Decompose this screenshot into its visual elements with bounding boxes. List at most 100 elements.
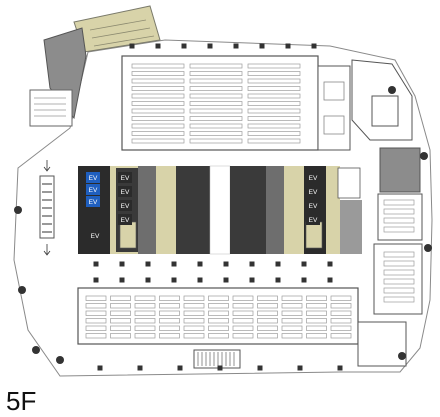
- escalator-icon: [42, 183, 52, 233]
- seat-row: [131, 78, 185, 84]
- seat-row: [247, 116, 301, 121]
- seat-row: [189, 78, 243, 84]
- seat-row: [85, 325, 107, 331]
- left-stair-room: [29, 89, 73, 127]
- column-icon: [424, 244, 432, 252]
- seat-row: [208, 318, 229, 324]
- elevator-label: EV: [121, 217, 130, 224]
- seat-row: [257, 325, 278, 331]
- seat-row: [306, 325, 327, 331]
- elevator-label: EV: [91, 233, 100, 240]
- seat-row: [110, 333, 131, 339]
- seat-row: [183, 303, 205, 309]
- seat-row: [383, 226, 415, 233]
- seat-row: [330, 318, 352, 324]
- elevator-label: EV: [121, 203, 130, 210]
- seat-row: [189, 71, 243, 76]
- seat-row: [247, 86, 301, 91]
- seat-row: [189, 138, 243, 144]
- elevator-label: EV: [89, 199, 98, 206]
- seat-row: [247, 71, 301, 76]
- elevator-icon: [86, 196, 100, 207]
- elevator-label: EV: [89, 175, 98, 182]
- core-mid-grey: [138, 166, 156, 254]
- column-icon: [223, 277, 229, 283]
- column-icon: [249, 261, 255, 267]
- elevator-icon: [306, 214, 320, 225]
- seat-row: [131, 108, 185, 114]
- seat-row: [306, 333, 327, 339]
- seat-row: [131, 138, 185, 144]
- column-icon: [301, 277, 307, 283]
- seat-row: [189, 86, 243, 91]
- seat-row: [131, 71, 185, 76]
- column-icon: [259, 43, 265, 49]
- elevator-icon: [118, 214, 132, 225]
- core-beige-strip: [156, 166, 176, 254]
- upper-right-room: [317, 65, 351, 151]
- seat-row: [189, 123, 243, 129]
- seat-row: [330, 310, 352, 316]
- seat-row: [183, 325, 205, 331]
- elevator-label: EV: [89, 187, 98, 194]
- seat-row: [134, 310, 156, 316]
- column-icon: [181, 43, 187, 49]
- column-icon: [388, 86, 396, 94]
- seat-row: [281, 318, 303, 324]
- seat-row: [159, 318, 180, 324]
- seat-row: [232, 325, 254, 331]
- seat-row: [306, 310, 327, 316]
- seat-row: [383, 278, 415, 285]
- column-icon: [297, 365, 303, 371]
- column-icon: [197, 261, 203, 267]
- core-beige-strip-2: [284, 166, 304, 254]
- seat-row: [85, 310, 107, 316]
- seat-row: [131, 131, 185, 136]
- column-icon: [137, 365, 143, 371]
- column-icon: [145, 277, 151, 283]
- left-grey-wedge: [43, 27, 87, 120]
- column-icon: [327, 277, 333, 283]
- elevator-label: EV: [309, 217, 318, 224]
- seat-row: [383, 260, 415, 267]
- seat-row: [232, 295, 254, 301]
- seat-row: [85, 295, 107, 301]
- column-icon: [337, 365, 343, 371]
- seat-row: [85, 318, 107, 324]
- seat-row: [159, 310, 180, 316]
- seat-row: [159, 325, 180, 331]
- core-light-gap: [209, 165, 231, 255]
- column-icon: [119, 277, 125, 283]
- column-icon: [197, 277, 203, 283]
- seat-row: [131, 116, 185, 121]
- seat-row: [208, 310, 229, 316]
- seat-row: [208, 325, 229, 331]
- column-icon: [311, 43, 317, 49]
- seat-row: [247, 123, 301, 129]
- seat-row: [247, 131, 301, 136]
- upper-hall-seating: [131, 63, 301, 144]
- elevator-label: EV: [309, 189, 318, 196]
- seat-row: [330, 303, 352, 309]
- seat-row: [281, 295, 303, 301]
- seat-row: [383, 199, 415, 206]
- arrow-down-icon: [43, 160, 51, 172]
- seat-row: [232, 318, 254, 324]
- seat-row: [134, 303, 156, 309]
- right-grey-block: [379, 147, 421, 193]
- seat-row: [232, 303, 254, 309]
- column-icon: [327, 261, 333, 267]
- column-icon: [223, 261, 229, 267]
- seat-row: [257, 318, 278, 324]
- seat-row: [247, 93, 301, 99]
- column-icon: [145, 261, 151, 267]
- column-icon: [155, 43, 161, 49]
- column-icon: [217, 365, 223, 371]
- seat-row: [189, 93, 243, 99]
- core-right-grey: [340, 200, 362, 254]
- column-icon: [275, 261, 281, 267]
- seat-row: [189, 108, 243, 114]
- stair-icon: [34, 97, 66, 117]
- seat-row: [159, 303, 180, 309]
- stair-icon: [119, 221, 137, 249]
